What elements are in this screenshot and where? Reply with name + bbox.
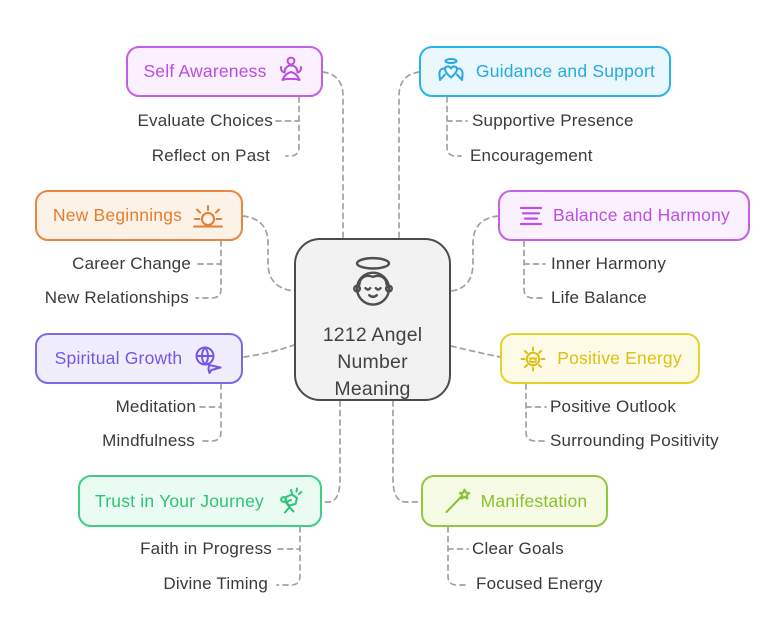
subconnector-trust [276,526,301,586]
sub-label-life-balance: Life Balance [551,288,647,307]
magic-wand-icon [442,486,472,516]
sub-label-evaluate-choices: Evaluate Choices [137,111,273,130]
subconnector-spiritual [198,383,222,442]
connector-manifestation [392,400,422,503]
angel-face-icon [340,253,406,318]
sub-label-faith-in-progress: Faith in Progress [140,539,272,558]
sub-label-supportive-presence: Supportive Presence [472,111,634,130]
branch-label: Manifestation [480,490,588,511]
branch-guidance-and-support: Guidance and Support [419,46,671,97]
subconnector-manifestation [447,526,469,586]
branch-positive-energy: Positive Energy [500,333,700,384]
sub-label-focused-energy: Focused Energy [476,574,603,593]
branch-label: Positive Energy [557,348,682,368]
globe-plane-icon [191,344,223,374]
sub-label-new-relationships: New Relationships [44,288,189,307]
connector-trust [321,400,341,503]
connector-self-awareness [322,71,344,239]
branch-label: Guidance and Support [475,61,656,81]
branch-self-awareness: Self Awareness [126,46,323,97]
subconnector-balance [523,240,546,299]
subconnector-positive [525,383,547,442]
sub-label-divine-timing: Divine Timing [163,574,268,593]
sub-label-career-change: Career Change [72,254,191,273]
branch-label: Self Awareness [143,61,267,81]
sub-label-positive-outlook: Positive Outlook [550,397,677,416]
branch-manifestation: Manifestation [421,475,608,527]
sub-label-mindfulness: Mindfulness [102,431,195,450]
subconnector-self-awareness [275,96,300,157]
connector-spiritual [243,344,295,358]
climbing-icon [273,486,305,516]
connector-positive [450,345,501,358]
center-title: 1212 Angel Number Meaning [322,324,423,400]
subconnector-new-beginnings [195,240,222,299]
branch-trust-in-your-journey: Trust in Your Journey [78,475,322,527]
sub-label-inner-harmony: Inner Harmony [551,254,667,273]
branch-label: New Beginnings [52,205,183,225]
connector-balance [450,215,499,292]
branch-spiritual-growth: Spiritual Growth [35,333,243,384]
sub-label-surrounding-positivity: Surrounding Positivity [550,431,719,450]
branch-label: Trust in Your Journey [95,490,264,511]
sub-label-meditation: Meditation [115,397,196,416]
subconnector-guidance [446,96,468,157]
branch-label: Spiritual Growth [54,348,183,368]
center-node: 1212 Angel Number Meaning [294,238,451,401]
connector-guidance [398,71,420,239]
angel-heart-icon [435,57,467,87]
sunrise-icon [191,202,225,230]
connector-new-beginnings [242,215,295,292]
sub-label-reflect-on-past: Reflect on Past [151,146,270,165]
sub-label-encouragement: Encouragement [470,146,593,165]
branch-balance-and-harmony: Balance and Harmony [498,190,750,241]
meditation-icon [276,56,306,88]
branch-new-beginnings: New Beginnings [35,190,243,241]
sub-label-clear-goals: Clear Goals [472,539,564,558]
smiling-sun-icon [518,344,548,374]
balance-lines-icon [518,204,544,228]
connector-lines [195,71,547,586]
branch-label: Balance and Harmony [553,205,730,225]
